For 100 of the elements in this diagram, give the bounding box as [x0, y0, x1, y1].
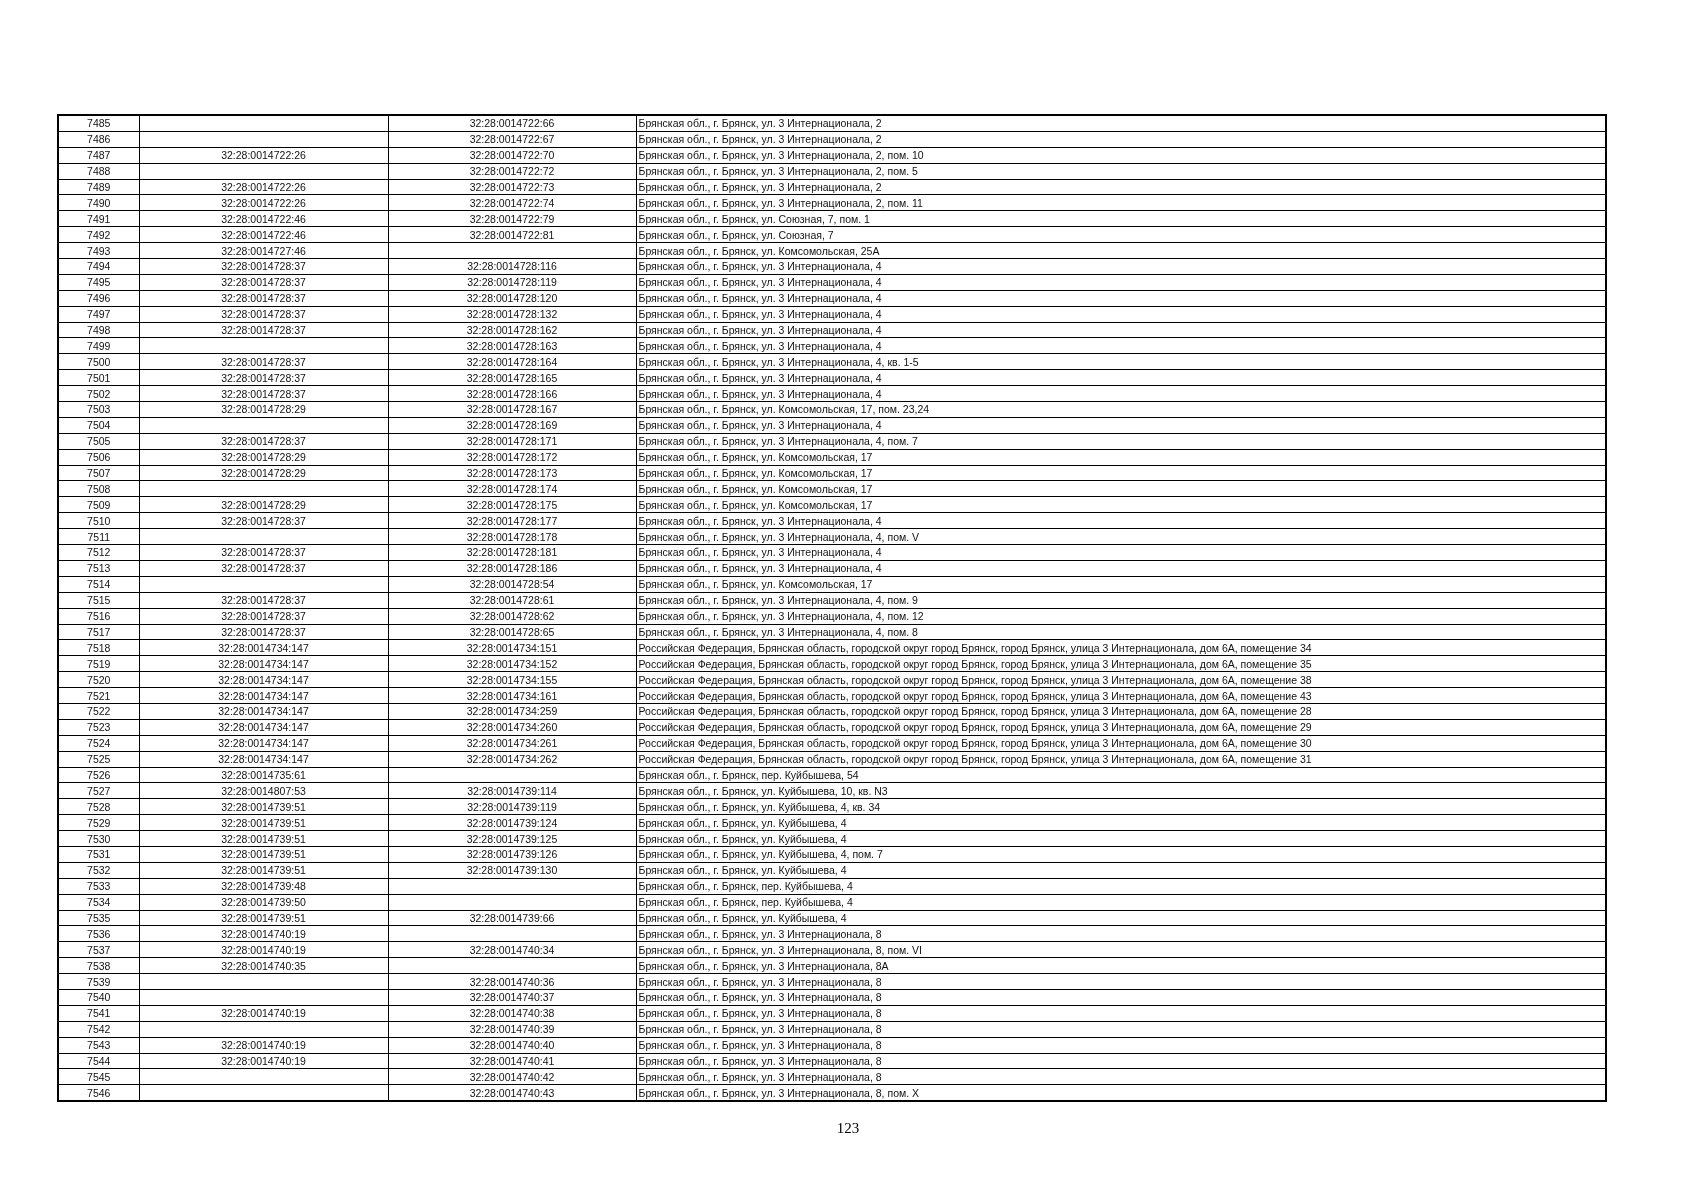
address-text: Брянская обл., г. Брянск, ул. Куйбышева, 4, пом. 7: [636, 846, 1606, 863]
parcel-number: 32:28:0014722:26: [139, 147, 388, 164]
row-number: 7545: [58, 1068, 139, 1085]
row-number: 7517: [58, 624, 139, 640]
address-text: Брянская обл., г. Брянск, ул. 3 Интернационала, 4, пом. 9: [636, 592, 1606, 609]
row-number: 7485: [58, 115, 139, 132]
row-number: 7542: [58, 1021, 139, 1038]
cadastral-number: 32:28:0014739:119: [388, 798, 636, 815]
parcel-number: 32:28:0014734:147: [139, 687, 388, 704]
row-number: 7537: [58, 941, 139, 958]
cadastral-number: 32:28:0014728:164: [388, 353, 636, 370]
row-number: 7500: [58, 353, 139, 370]
row-number: 7489: [58, 179, 139, 195]
cadastral-number: 32:28:0014739:66: [388, 910, 636, 926]
cadastral-number: 32:28:0014739:114: [388, 782, 636, 799]
row-number: 7512: [58, 544, 139, 561]
parcel-number: 32:28:0014728:29: [139, 496, 388, 513]
parcel-number: 32:28:0014739:51: [139, 862, 388, 879]
cadastral-number: 32:28:0014728:169: [388, 417, 636, 434]
address-text: Брянская обл., г. Брянск, пер. Куйбышева, 4: [636, 878, 1606, 895]
address-text: Брянская обл., г. Брянск, ул. Комсомольская, 17, пом. 23,24: [636, 401, 1606, 418]
parcel-number: 32:28:0014728:37: [139, 624, 388, 640]
cadastral-number: 32:28:0014728:54: [388, 576, 636, 593]
address-text: Брянская обл., г. Брянск, ул. Куйбышева, 4: [636, 910, 1606, 926]
address-text: Брянская обл., г. Брянск, ул. Комсомольская, 17: [636, 481, 1606, 497]
row-number: 7539: [58, 973, 139, 990]
parcel-number: 32:28:0014728:37: [139, 592, 388, 609]
cadastral-number: 32:28:0014739:125: [388, 830, 636, 847]
address-text: Брянская обл., г. Брянск, ул. 3 Интернационала, 4: [636, 274, 1606, 291]
row-number: 7532: [58, 862, 139, 879]
row-number: 7540: [58, 989, 139, 1006]
parcel-number: 32:28:0014739:48: [139, 878, 388, 895]
address-text: Брянская обл., г. Брянск, ул. 3 Интернационала, 4: [636, 290, 1606, 307]
parcel-number: 32:28:0014740:19: [139, 941, 388, 958]
cadastral-number: 32:28:0014734:260: [388, 719, 636, 736]
row-number: 7506: [58, 449, 139, 466]
parcel-number: 32:28:0014739:51: [139, 830, 388, 847]
address-text: Брянская обл., г. Брянск, ул. 3 Интернационала, 8: [636, 1037, 1606, 1054]
parcel-number: 32:28:0014727:46: [139, 242, 388, 259]
parcel-number: 32:28:0014728:37: [139, 512, 388, 529]
address-text: Брянская обл., г. Брянск, пер. Куйбышева, 54: [636, 767, 1606, 783]
parcel-number: 32:28:0014722:26: [139, 194, 388, 211]
row-number: 7522: [58, 703, 139, 720]
cadastral-number: 32:28:0014722:70: [388, 147, 636, 164]
row-number: 7501: [58, 369, 139, 386]
parcel-number: 32:28:0014740:19: [139, 1053, 388, 1069]
parcel-number: 32:28:0014734:147: [139, 703, 388, 720]
cadastral-number: 32:28:0014728:163: [388, 337, 636, 354]
cadastral-number: 32:28:0014740:39: [388, 1021, 636, 1038]
address-text: Российская Федерация, Брянская область, городской округ город Брянск, город Брянск, улица 3 Интернационала, дом 6А, помещение 30: [636, 735, 1606, 752]
row-number: 7525: [58, 751, 139, 767]
cadastral-number: 32:28:0014728:162: [388, 322, 636, 338]
parcel-number: 32:28:0014728:37: [139, 433, 388, 450]
parcel-number: 32:28:0014728:37: [139, 560, 388, 577]
row-number: 7521: [58, 687, 139, 704]
row-number: 7544: [58, 1053, 139, 1069]
cadastral-number: 32:28:0014734:155: [388, 671, 636, 688]
cadastral-number: 32:28:0014740:34: [388, 941, 636, 958]
address-text: Брянская обл., г. Брянск, ул. 3 Интернационала, 8: [636, 1021, 1606, 1038]
row-number: 7533: [58, 878, 139, 895]
parcel-number: 32:28:0014728:37: [139, 306, 388, 323]
cadastral-number: 32:28:0014728:186: [388, 560, 636, 577]
cadastral-number: 32:28:0014728:116: [388, 258, 636, 275]
cadastral-number: 32:28:0014728:62: [388, 608, 636, 624]
cadastral-number: 32:28:0014740:41: [388, 1053, 636, 1069]
parcel-number: 32:28:0014734:147: [139, 719, 388, 736]
row-number: 7515: [58, 592, 139, 609]
cadastral-number: 32:28:0014728:167: [388, 401, 636, 418]
row-number: 7527: [58, 782, 139, 799]
cadastral-number: 32:28:0014728:172: [388, 449, 636, 466]
row-number: 7543: [58, 1037, 139, 1054]
cadastral-number: 32:28:0014728:166: [388, 385, 636, 402]
row-number: 7524: [58, 735, 139, 752]
cadastral-number: 32:28:0014722:73: [388, 179, 636, 195]
row-number: 7526: [58, 767, 139, 783]
cadastral-number: 32:28:0014740:42: [388, 1068, 636, 1085]
address-text: Российская Федерация, Брянская область, городской округ город Брянск, город Брянск, улица 3 Интернационала, дом 6А, помещение 29: [636, 719, 1606, 736]
row-number: 7520: [58, 671, 139, 688]
row-number: 7523: [58, 719, 139, 736]
row-number: 7488: [58, 163, 139, 180]
cadastral-number: 32:28:0014728:119: [388, 274, 636, 291]
address-text: Брянская обл., г. Брянск, ул. Комсомольская, 17: [636, 465, 1606, 481]
parcel-number: 32:28:0014728:29: [139, 465, 388, 481]
parcel-number: 32:28:0014722:46: [139, 226, 388, 243]
parcel-number: 32:28:0014734:147: [139, 671, 388, 688]
cadastral-number: 32:28:0014734:259: [388, 703, 636, 720]
parcel-number: 32:28:0014734:147: [139, 751, 388, 767]
address-text: Брянская обл., г. Брянск, ул. 3 Интернационала, 2: [636, 131, 1606, 148]
row-number: 7509: [58, 496, 139, 513]
cadastral-number: 32:28:0014722:79: [388, 210, 636, 227]
row-number: 7534: [58, 894, 139, 911]
parcel-number: 32:28:0014735:61: [139, 767, 388, 783]
row-number: 7513: [58, 560, 139, 577]
address-text: Брянская обл., г. Брянск, ул. 3 Интернационала, 8: [636, 1005, 1606, 1022]
address-text: Брянская обл., г. Брянск, ул. 3 Интернационала, 4, пом. 8: [636, 624, 1606, 640]
address-text: Брянская обл., г. Брянск, ул. 3 Интернационала, 4: [636, 306, 1606, 323]
row-number: 7495: [58, 274, 139, 291]
row-number: 7504: [58, 417, 139, 434]
parcel-number: 32:28:0014740:19: [139, 925, 388, 942]
address-text: Российская Федерация, Брянская область, городской округ город Брянск, город Брянск, улица 3 Интернационала, дом 6А, помещение 31: [636, 751, 1606, 767]
